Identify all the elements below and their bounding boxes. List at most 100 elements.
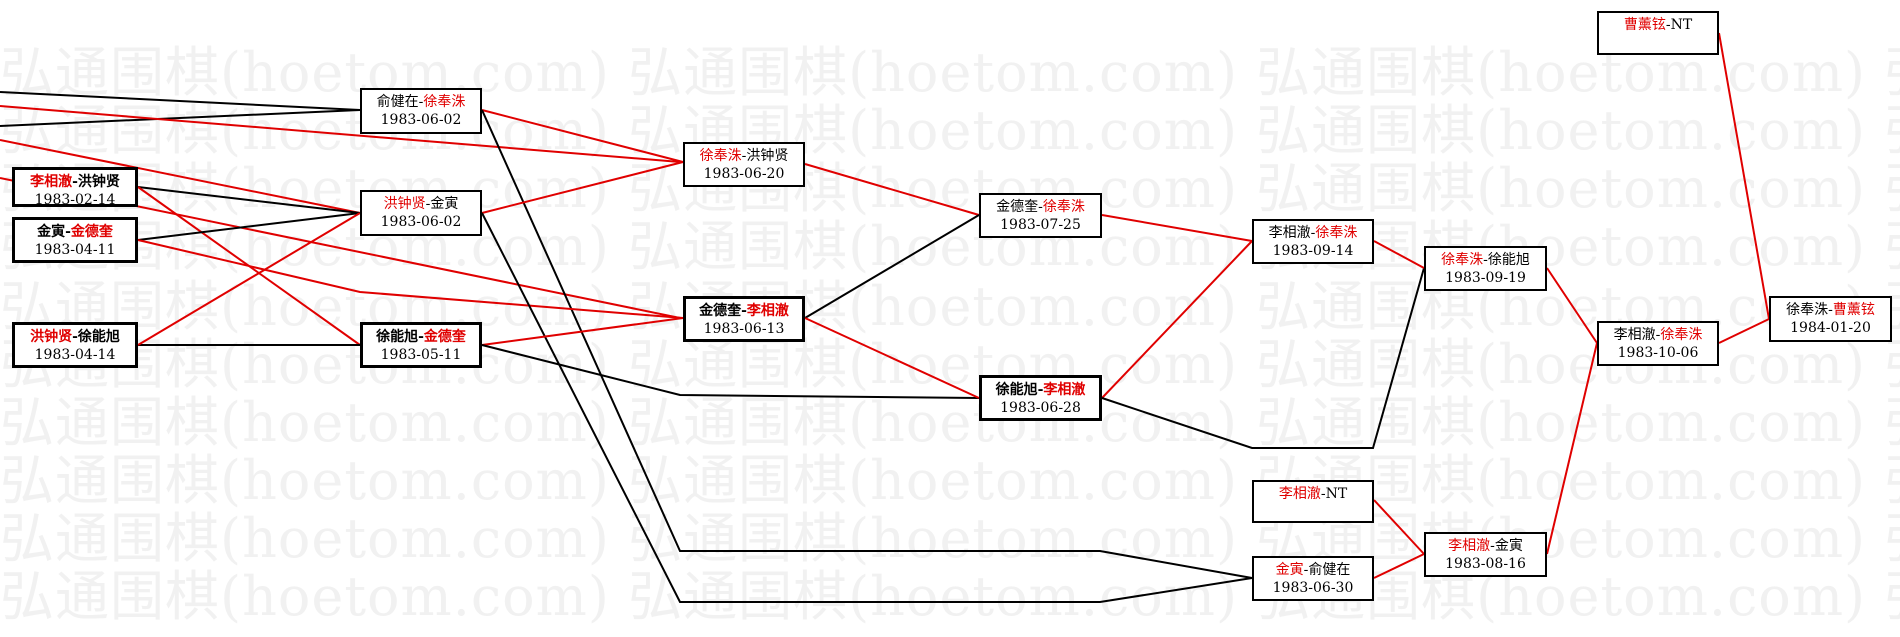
match-players: 李相澈-洪钟贤: [15, 173, 135, 191]
match-date: 1983-08-16: [1445, 556, 1526, 572]
match-date: 1983-04-11: [34, 242, 116, 258]
player-name: 金德奎: [996, 199, 1039, 215]
player-name: 徐能旭: [77, 329, 120, 345]
match-date: 1983-06-02: [380, 214, 462, 230]
match-players: 李相澈-徐奉洙: [1599, 326, 1717, 344]
player-name: 徐奉洙: [1660, 327, 1703, 343]
match-node[interactable]: 李相澈-NT: [1252, 480, 1374, 523]
loser-edge: [481, 344, 980, 399]
player-name: 李相澈: [30, 174, 73, 190]
player-name: 李相澈: [1268, 225, 1311, 241]
match-players: 徐奉洙-洪钟贤: [685, 147, 803, 165]
winner-edge: [1373, 499, 1425, 555]
winner-edge: [481, 109, 684, 163]
player-name: 徐奉洙: [423, 94, 466, 110]
match-node[interactable]: 金德奎-徐奉洙 1983-07-25: [979, 193, 1102, 238]
player-name: NT: [1325, 486, 1348, 502]
versus-separator: -: [65, 224, 71, 240]
player-name: 俞健在: [1308, 562, 1351, 578]
player-name: 曹薰铉: [1623, 17, 1666, 33]
match-players: 徐能旭-金德奎: [363, 328, 479, 346]
loser-edge: [481, 109, 1253, 579]
player-name: 洪钟贤: [30, 329, 73, 345]
match-node[interactable]: 曹薰铉-NT: [1597, 11, 1719, 55]
player-name: 李相澈: [1043, 382, 1086, 398]
match-players: 金寅-俞健在: [1254, 561, 1372, 579]
match-date: 1983-06-28: [1000, 400, 1081, 416]
versus-separator: -: [1038, 199, 1043, 215]
player-name: 徐奉洙: [1042, 199, 1085, 215]
match-players: 曹薰铉-NT: [1599, 16, 1717, 34]
player-name: 洪钟贤: [77, 174, 120, 190]
winner-edge: [481, 161, 684, 214]
match-players: 李相澈-金寅: [1426, 537, 1545, 555]
player-name: 徐能旭: [376, 329, 419, 345]
match-date: 1983-06-02: [380, 112, 462, 128]
versus-separator: -: [1665, 17, 1671, 33]
versus-separator: -: [1490, 538, 1495, 554]
winner-edge: [137, 212, 361, 346]
versus-separator: -: [72, 174, 78, 190]
winner-edge: [1373, 240, 1425, 269]
match-date: 1983-07-25: [1000, 217, 1081, 233]
player-name: 俞健在: [376, 94, 419, 110]
player-name: 李相澈: [1278, 486, 1321, 502]
player-name: 徐能旭: [995, 382, 1038, 398]
match-date: 1983-06-13: [703, 321, 785, 337]
player-name: 徐奉洙: [1441, 252, 1484, 268]
winner-edge: [0, 105, 681, 163]
player-name: 金德奎: [70, 224, 113, 240]
loser-edge: [137, 186, 361, 214]
winner-edge: [137, 239, 684, 319]
player-name: 金德奎: [699, 303, 742, 319]
player-name: 李相澈: [1448, 538, 1491, 554]
versus-separator: -: [1828, 302, 1833, 318]
match-players: 李相澈-NT: [1254, 485, 1372, 503]
versus-separator: -: [1310, 225, 1316, 241]
match-node[interactable]: 李相澈-徐奉洙 1983-09-14: [1252, 219, 1374, 264]
player-name: 金寅: [1494, 538, 1523, 554]
match-date: 1984-01-20: [1790, 320, 1871, 336]
player-name: 李相澈: [746, 303, 789, 319]
versus-separator: -: [1483, 252, 1488, 268]
loser-edge: [0, 91, 361, 111]
winner-edge: [1718, 32, 1770, 320]
versus-separator: -: [1303, 562, 1309, 578]
versus-separator: -: [741, 303, 747, 319]
match-players: 俞健在-徐奉洙: [362, 93, 480, 111]
player-name: 洪钟贤: [383, 196, 426, 212]
player-name: 徐奉洙: [1315, 225, 1358, 241]
winner-edge: [1101, 240, 1253, 399]
match-players: 徐奉洙-曹薰铉: [1771, 301, 1890, 319]
loser-edge: [804, 214, 980, 319]
winner-edge: [1373, 553, 1425, 579]
versus-separator: -: [418, 329, 424, 345]
player-name: 徐奉洙: [1786, 302, 1829, 318]
match-players: 金寅-金德奎: [15, 223, 135, 241]
match-players: 徐奉洙-徐能旭: [1426, 251, 1545, 269]
winner-edge: [1546, 267, 1598, 344]
versus-separator: -: [1320, 486, 1326, 502]
player-name: 曹薰铉: [1832, 302, 1875, 318]
loser-edge: [137, 212, 361, 241]
versus-separator: -: [418, 94, 424, 110]
loser-edge: [0, 109, 361, 127]
winner-edge: [481, 317, 684, 346]
match-node[interactable]: 金德奎-李相澈 1983-06-13: [683, 296, 805, 342]
match-date: 1983-09-14: [1272, 243, 1354, 259]
loser-edge: [481, 212, 1253, 603]
player-name: NT: [1670, 17, 1693, 33]
